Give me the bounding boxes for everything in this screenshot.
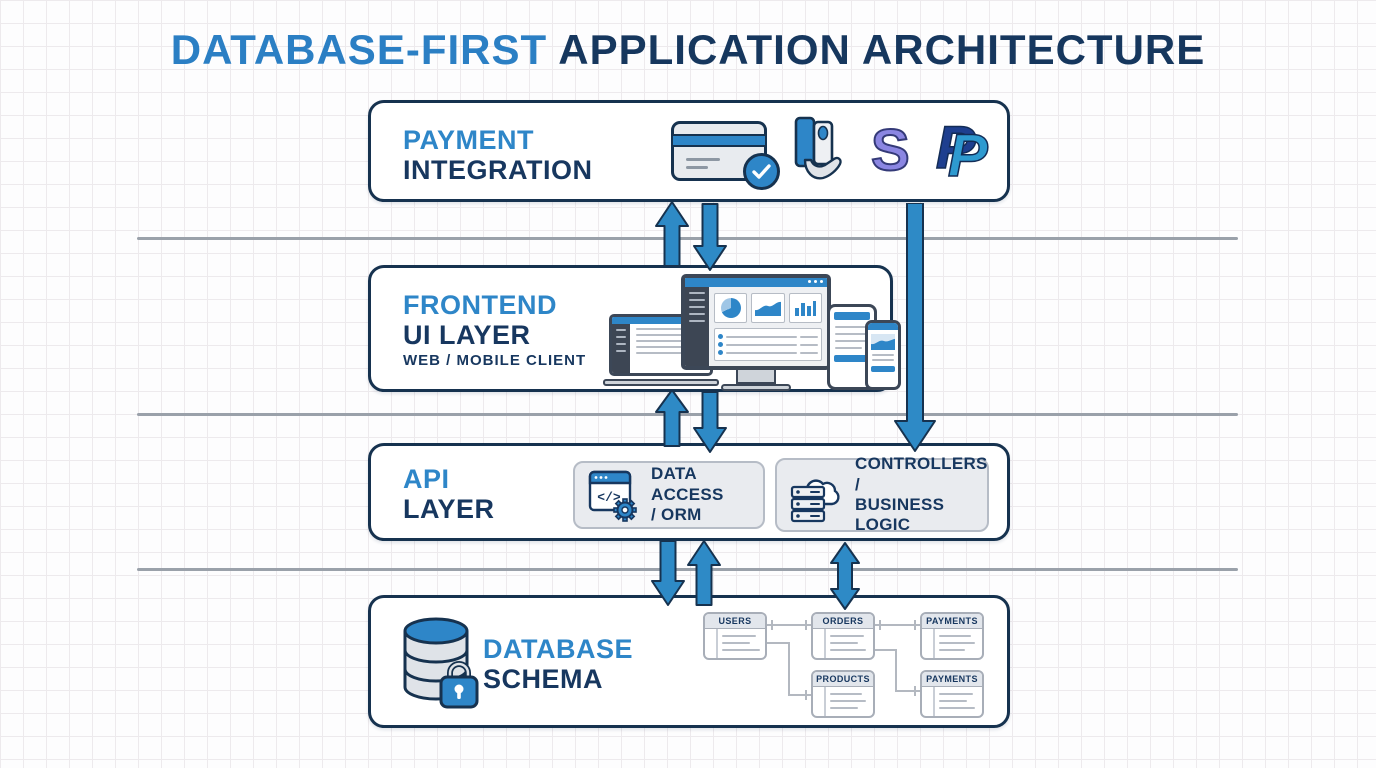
er-relation-lines — [767, 620, 920, 700]
frontend-ui-box: FRONTEND UI LAYER WEB / MOBILE CLIENT — [368, 265, 901, 392]
database-schema-box: DATABASE SCHEMA USERS — [368, 595, 1010, 728]
area-chart-icon — [751, 293, 785, 323]
arrow-up-db-to-api — [686, 539, 722, 607]
arrow-up-api-to-frontend — [654, 388, 690, 448]
frontend-title: FRONTEND UI LAYER WEB / MOBILE CLIENT — [403, 290, 586, 370]
controllers-business-logic-label: CONTROLLERS / BUSINESS LOGIC — [855, 454, 988, 535]
api-title-line2: LAYER — [403, 494, 495, 525]
database-lock-icon — [393, 614, 485, 721]
paypal-logo-icon: P P — [935, 114, 989, 189]
stripe-logo-icon: S — [870, 118, 911, 183]
server-cloud-icon — [789, 467, 843, 523]
title-rest: APPLICATION ARCHITECTURE — [547, 26, 1206, 73]
data-access-orm-chip: </> — [573, 461, 765, 529]
device-mockups — [603, 274, 901, 392]
check-badge-icon — [743, 153, 780, 190]
controllers-business-logic-chip: CONTROLLERS / BUSINESS LOGIC — [775, 454, 989, 534]
desktop-monitor-icon — [681, 274, 831, 392]
frontend-title-line1: FRONTEND — [403, 290, 557, 320]
page-title: DATABASE-FIRST APPLICATION ARCHITECTURE — [0, 26, 1376, 74]
divider-line-3 — [137, 568, 1238, 571]
table-products: PRODUCTS — [811, 670, 875, 718]
table-payments-2: PAYMENTS — [920, 670, 984, 718]
arrow-up-frontend-to-payment — [654, 200, 690, 268]
table-users: USERS — [703, 612, 767, 660]
payment-title-line1: PAYMENT — [403, 125, 535, 155]
pie-chart-icon — [714, 293, 748, 323]
er-diagram: USERS ORDERS PAYMENTS — [371, 598, 1013, 731]
arrow-down-frontend-to-api — [692, 390, 728, 454]
arrow-bidirectional-api-db — [827, 541, 863, 611]
api-title: API LAYER — [403, 464, 495, 524]
arrow-down-api-to-db — [650, 539, 686, 607]
payment-icons-row: S P P — [671, 103, 998, 199]
divider-line-2 — [137, 413, 1238, 416]
arrow-down-payment-to-frontend — [692, 202, 728, 272]
title-accent: DATABASE-FIRST — [170, 26, 548, 73]
card-stripe — [673, 134, 765, 147]
divider-line-1 — [137, 237, 1238, 240]
database-title: DATABASE SCHEMA — [483, 634, 633, 694]
table-payments: PAYMENTS — [920, 612, 984, 660]
payment-integration-box: PAYMENT INTEGRATION — [368, 100, 1010, 202]
bar-chart-icon — [788, 293, 822, 323]
credit-card-approved-icon — [671, 121, 780, 190]
database-title-line1: DATABASE — [483, 634, 633, 664]
payment-title-line2: INTEGRATION — [403, 155, 593, 186]
api-layer-box: API LAYER </> — [368, 443, 1010, 541]
arrow-payment-to-api — [893, 203, 937, 453]
data-access-orm-label: DATA ACCESS / ORM — [651, 464, 724, 525]
frontend-subtitle: WEB / MOBILE CLIENT — [403, 352, 587, 370]
smartphone-icon — [865, 320, 901, 390]
code-window-gear-icon: </> — [587, 468, 639, 522]
payment-title: PAYMENT INTEGRATION — [403, 125, 593, 185]
table-orders: ORDERS — [811, 612, 875, 660]
svg-text:</>: </> — [597, 490, 621, 505]
frontend-title-line2: UI LAYER — [403, 320, 531, 351]
database-title-line2: SCHEMA — [483, 664, 604, 695]
api-title-line1: API — [403, 464, 450, 494]
hand-holding-card-icon — [793, 116, 845, 187]
